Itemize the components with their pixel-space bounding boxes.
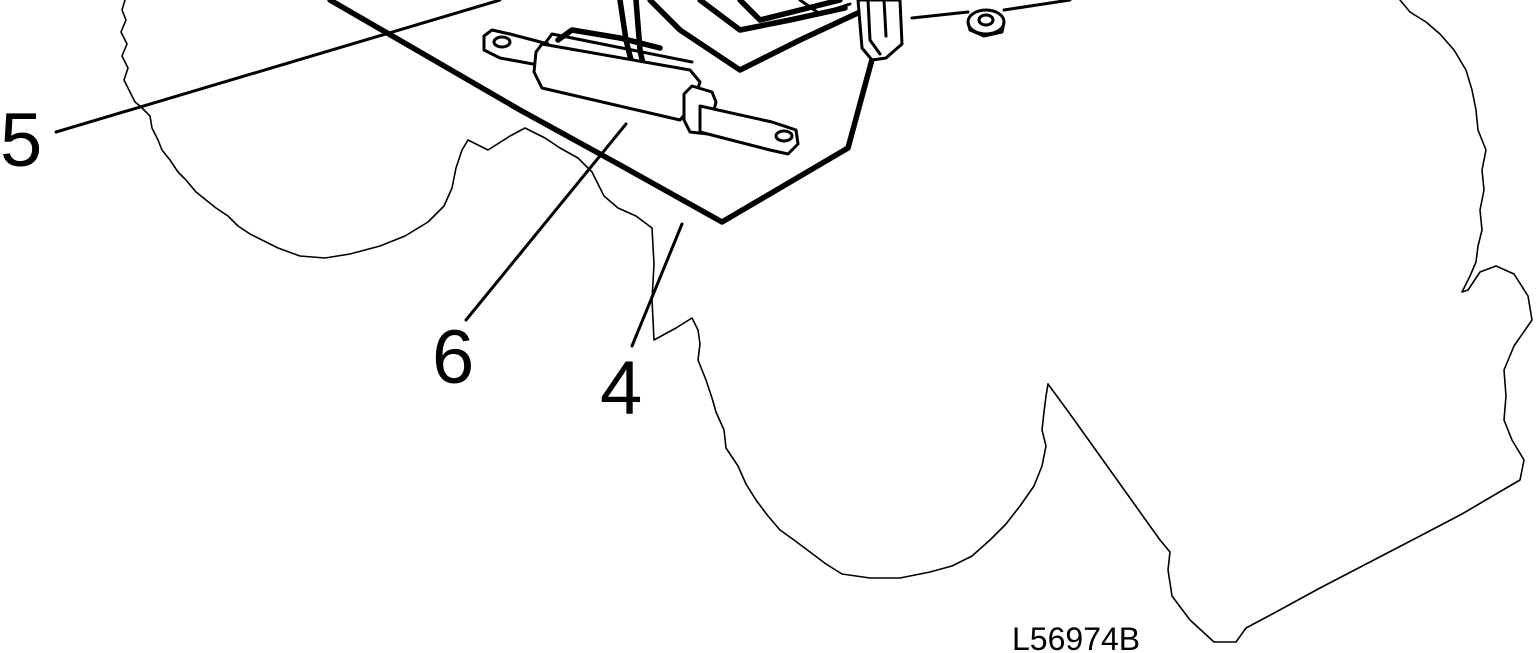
- drawing-number: L56974B: [1012, 621, 1140, 653]
- callout-4: 4: [600, 346, 642, 431]
- housing-outline: [120, 0, 1533, 643]
- leader-lines: [54, 0, 684, 348]
- housing-right-section: [1047, 0, 1533, 643]
- bracket-clip: [856, 0, 904, 62]
- damper-cylinder: [482, 28, 800, 156]
- leader-5: [54, 0, 502, 134]
- callout-6: 6: [432, 315, 474, 400]
- cylinder-rod: [698, 104, 800, 156]
- callout-5: 5: [0, 98, 42, 183]
- wiring-harness: [327, 0, 883, 225]
- bolt: [910, 0, 1072, 38]
- housing-left-lobe: [120, 0, 1049, 579]
- leader-4: [630, 222, 684, 348]
- leader-6: [464, 122, 628, 322]
- cylinder-body: [532, 42, 702, 122]
